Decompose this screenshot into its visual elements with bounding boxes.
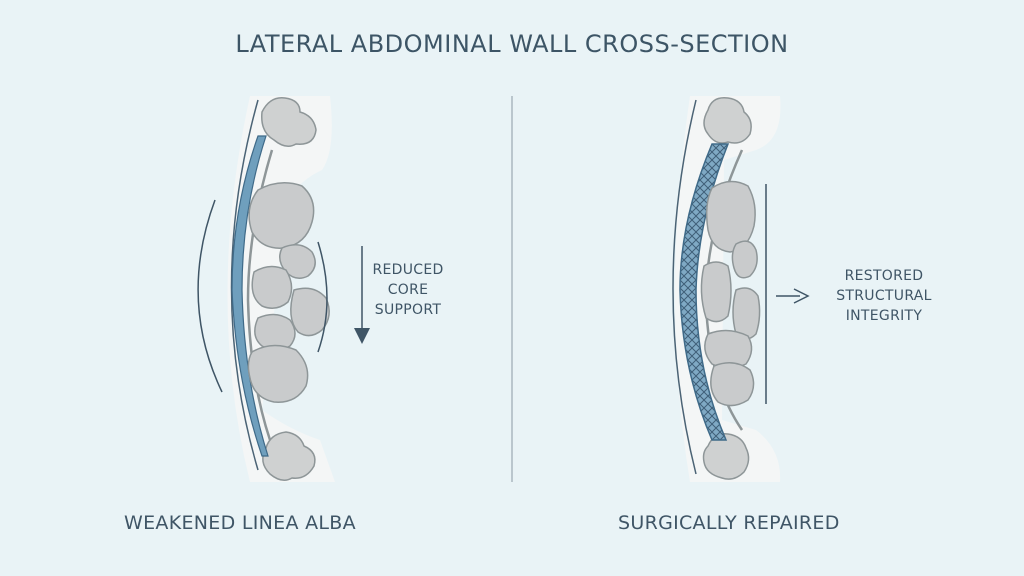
left-bottom-bone	[262, 431, 316, 481]
left-note-line-2: CORE	[387, 282, 429, 298]
right-note: RESTORED STRUCTURAL INTEGRITY	[822, 266, 946, 326]
right-arrow-head	[793, 288, 810, 304]
right-mesh-muscle	[679, 143, 730, 441]
right-organ-3	[700, 261, 732, 323]
right-top-bone	[703, 97, 752, 144]
left-note-line-3: SUPPORT	[374, 302, 442, 318]
right-organ-6	[710, 362, 755, 407]
right-bottom-bone	[702, 433, 750, 480]
right-note-line-1: RESTORED	[844, 268, 924, 284]
right-note-line-3: INTEGRITY	[845, 308, 923, 324]
left-organ-1	[248, 182, 315, 249]
left-organ-3	[251, 265, 293, 309]
left-muscle-band	[231, 135, 269, 457]
right-note-line-2: STRUCTURAL	[836, 288, 932, 304]
right-organ-5	[704, 329, 753, 369]
right-cross-section	[672, 96, 781, 482]
left-organ-4	[290, 287, 330, 337]
left-top-bone	[261, 97, 317, 147]
right-skin-line	[672, 99, 697, 475]
right-organ-2	[731, 240, 758, 279]
left-bulge-arc	[317, 241, 328, 353]
left-organ-2	[279, 244, 316, 279]
right-caption: SURGICALLY REPAIRED	[618, 512, 840, 534]
left-caption: WEAKENED LINEA ALBA	[124, 512, 356, 534]
left-note: REDUCED CORE SUPPORT	[368, 260, 448, 320]
left-cross-section	[197, 96, 335, 482]
left-organ-6	[247, 344, 309, 403]
left-organ-5	[254, 313, 296, 351]
left-down-arrow-head	[354, 328, 370, 344]
right-organ-4	[732, 287, 761, 340]
left-note-line-1: REDUCED	[372, 262, 444, 278]
left-outer-skin-arc	[197, 199, 223, 393]
diagram-title: LATERAL ABDOMINAL WALL CROSS-SECTION	[235, 30, 789, 58]
